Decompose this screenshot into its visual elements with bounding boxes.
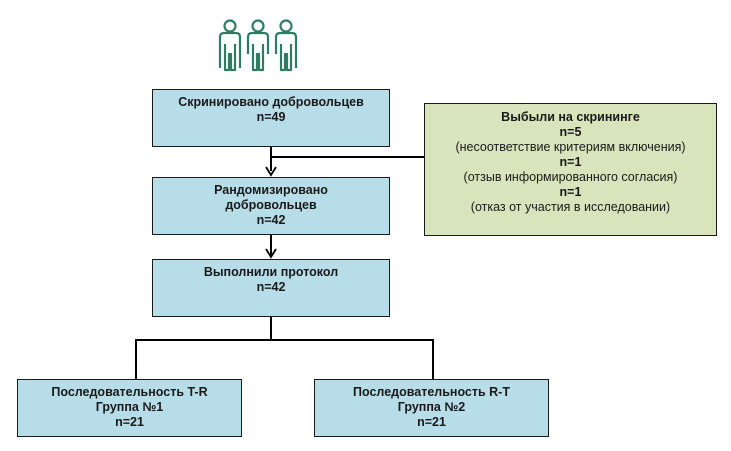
group-box-2: Последовательность R-T Группа №2 n=21 [314,379,549,437]
group-label: Группа №2 [397,400,466,414]
arrow-down-icon [265,166,277,177]
dropped-reason-count: n=1 [559,185,582,199]
group-sequence: Последовательность R-T [353,385,510,399]
dropped-reason-count: n=5 [559,125,582,139]
screened-count: n=49 [256,110,286,124]
completed-count: n=42 [256,280,286,294]
people-group-icon [218,19,298,72]
group-box-1: Последовательность T-R Группа №1 n=21 [17,379,242,437]
dropped-reason-text: (отзыв информированного согласия) [463,170,678,184]
connector-line [270,147,272,171]
group-count: n=21 [417,415,446,429]
connector-line [135,339,137,379]
connector-line [270,317,272,341]
dropped-reason-text: (несоответствие критериям включения) [455,140,686,154]
arrow-down-icon [265,248,277,259]
connector-line [432,339,434,379]
dropped-reason-text: (отказ от участия в исследовании) [470,200,671,214]
group-sequence: Последовательность T-R [51,385,208,399]
dropped-reason-count: n=1 [559,155,582,169]
split-line [135,339,434,341]
randomized-title: Рандомизировано [214,183,328,197]
screened-box: Скринировано добровольцев n=49 [152,89,390,147]
randomized-title: добровольцев [225,198,317,212]
completed-box: Выполнили протокол n=42 [152,259,390,317]
randomized-box: Рандомизировано добровольцев n=42 [152,177,390,235]
group-count: n=21 [115,415,144,429]
completed-title: Выполнили протокол [203,265,339,279]
screened-title: Скринировано добровольцев [178,95,364,109]
dropout-branch-line [270,156,424,158]
dropped-title: Выбыли на скрининге [501,110,640,124]
dropped-box: Выбыли на скрининге n=5 (несоответствие … [424,103,717,236]
randomized-count: n=42 [256,213,286,227]
connector-line [270,235,272,255]
group-label: Группа №1 [95,400,164,414]
